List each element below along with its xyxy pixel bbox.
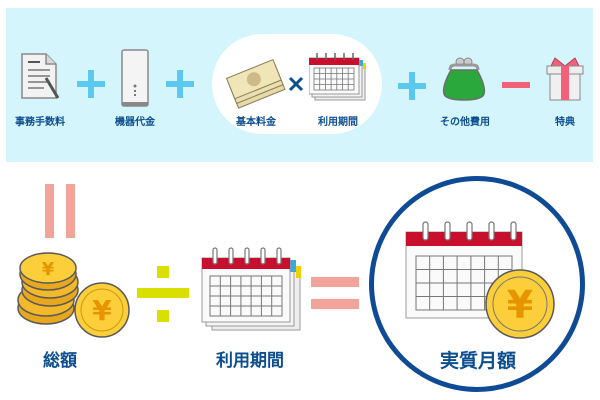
term-label-other-costs: その他費用 [440,117,490,128]
effective-monthly-cost-label: 実質月額 [439,350,516,372]
result-highlight-circle [369,176,585,392]
gift-icon [545,56,585,102]
term-label-benefits: 特典 [555,117,575,128]
coin-stack-icon: ¥ ¥ [16,252,130,342]
equals-vertical-operator [45,184,77,238]
term-label-usage-period: 利用期間 [318,117,358,128]
term-label-device-cost: 機器代金 [115,117,155,128]
calendar-icon [309,52,369,102]
term-label-admin-fee: 事務手数料 [15,117,65,128]
equals-operator [311,277,359,309]
monthly-calendar-coin-icon: ¥ [404,220,564,340]
svg-text:¥: ¥ [92,294,112,327]
coin-purse-icon [442,56,486,102]
document-icon [20,52,60,100]
plus-operator [398,72,426,100]
multiply-operator [288,76,304,92]
minus-operator [502,82,530,88]
svg-text:¥: ¥ [507,283,533,327]
svg-text:¥: ¥ [42,259,55,280]
plus-operator [166,70,194,98]
total-label: 総額 [43,351,77,371]
banknotes-icon [224,54,286,110]
term-label-base-fee: 基本料金 [236,117,276,128]
calendar-icon [200,246,304,332]
divide-operator [137,266,189,322]
usage-period-label: 利用期間 [216,351,284,371]
plus-operator [77,70,105,98]
router-icon [120,48,150,108]
